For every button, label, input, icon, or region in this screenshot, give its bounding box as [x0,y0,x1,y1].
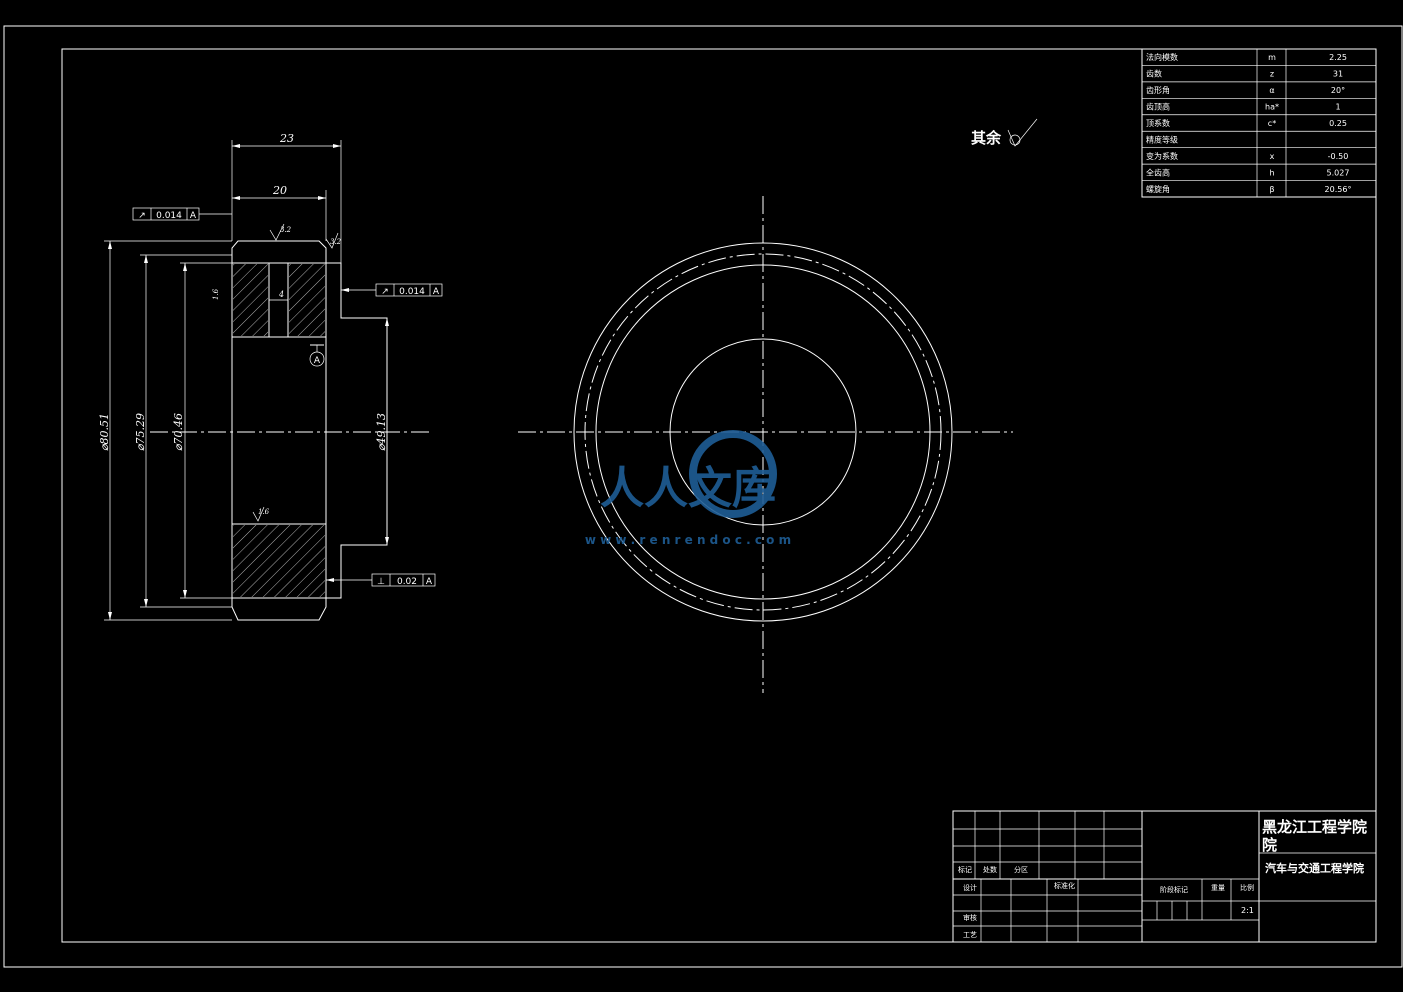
svg-text:设计: 设计 [963,883,977,892]
svg-text:0.02: 0.02 [397,577,417,587]
section-view: 23 20 ⌀80.51 ⌀75.29 ⌀70.46 ⌀49.13 3.2 [98,132,443,621]
param-sym-4: c* [1268,119,1276,128]
inner-border [61,48,1377,943]
outer-border [3,25,1403,968]
tolerance-frame-1: ↗ 0.014 A [132,207,232,221]
tolerance-frame-3: ⊥ 0.02 A [326,573,436,587]
tolerance-frame-2: ↗ 0.014 A [341,283,443,297]
dim-dia-80: ⌀80.51 [98,413,111,451]
school-name-wrap: 院 [1262,836,1277,854]
front-view [518,196,1013,693]
svg-text:0.014: 0.014 [156,211,182,221]
svg-text:2:1: 2:1 [1241,906,1254,915]
param-val-4: 0.25 [1329,119,1347,128]
svg-text:↗: ↗ [381,287,389,297]
param-sym-6: x [1270,152,1275,161]
param-sym-1: z [1270,70,1274,79]
param-name-5: 精度等级 [1146,134,1178,144]
lower-hatch [231,523,327,599]
dim-dia-70: ⌀70.46 [172,413,185,451]
watermark-url: w w w . r e n r e n d o c . c o m [585,533,791,547]
param-sym-0: m [1268,53,1276,62]
param-sym-7: h [1269,168,1274,177]
param-name-0: 法向模数 [1146,52,1178,62]
param-sym-2: α [1269,86,1274,95]
param-name-7: 全齿高 [1146,167,1170,177]
svg-text:标记: 标记 [958,865,972,874]
param-val-6: -0.50 [1328,152,1349,161]
datum-a: A [314,356,321,366]
param-val-2: 20° [1331,86,1345,95]
param-name-6: 变为系数 [1146,151,1178,161]
param-val-7: 5.027 [1327,168,1350,177]
param-name-1: 齿数 [1146,69,1162,79]
dept-name: 汽车与交通工程学院 [1265,861,1364,875]
svg-text:0.014: 0.014 [399,287,425,297]
watermark-text: 人人文库 [600,463,776,514]
svg-text:处数: 处数 [983,865,997,874]
svg-text:4: 4 [278,290,284,299]
param-name-2: 齿形角 [1146,85,1170,95]
svg-text:A: A [433,287,440,297]
param-name-8: 螺旋角 [1146,184,1170,194]
watermark: 人人文库 w w w . r e n r e n d o c . c o m [585,430,791,547]
svg-text:1.6: 1.6 [258,508,270,516]
param-sym-3: ha* [1265,103,1279,112]
dim-20: 20 [272,184,287,197]
dim-dia-75: ⌀75.29 [134,413,147,451]
svg-text:1.6: 1.6 [212,288,220,300]
svg-text:3.2: 3.2 [330,238,342,246]
dim-23: 23 [279,132,294,145]
param-val-1: 31 [1333,70,1343,79]
param-val-3: 1 [1335,103,1340,112]
svg-text:⊥: ⊥ [377,577,385,587]
param-val-8: 20.56° [1325,185,1352,194]
param-name-3: 齿顶高 [1146,102,1170,112]
svg-text:分区: 分区 [1014,865,1028,874]
svg-text:比例: 比例 [1240,883,1254,892]
svg-text:A: A [190,211,197,221]
param-table: 法向模数 m 2.25 齿数 z 31 齿形角 α 20° 齿顶高 ha* 1 顶系数 c* 0.25 精度等… [1141,48,1377,198]
param-sym-8: β [1269,185,1274,194]
svg-text:↗: ↗ [138,211,146,221]
svg-text:重量: 重量 [1211,884,1225,892]
svg-text:工艺: 工艺 [963,931,977,939]
dim-dia-49: ⌀49.13 [375,413,388,451]
svg-text:A: A [426,577,433,587]
svg-text:3.2: 3.2 [280,226,292,234]
param-val-0: 2.25 [1329,53,1347,62]
svg-text:阶段标记: 阶段标记 [1160,885,1188,894]
school-name: 黑龙江工程学院 [1262,818,1367,836]
svg-text:标准化: 标准化 [1054,881,1075,890]
title-block: 黑龙江工程学院 院 汽车与交通工程学院 标记 处数 分区 设计 标准化 审核 工… [952,810,1377,943]
surface-note: 其余 [971,129,1002,147]
svg-text:审核: 审核 [963,913,977,922]
param-name-4: 顶系数 [1146,118,1170,128]
